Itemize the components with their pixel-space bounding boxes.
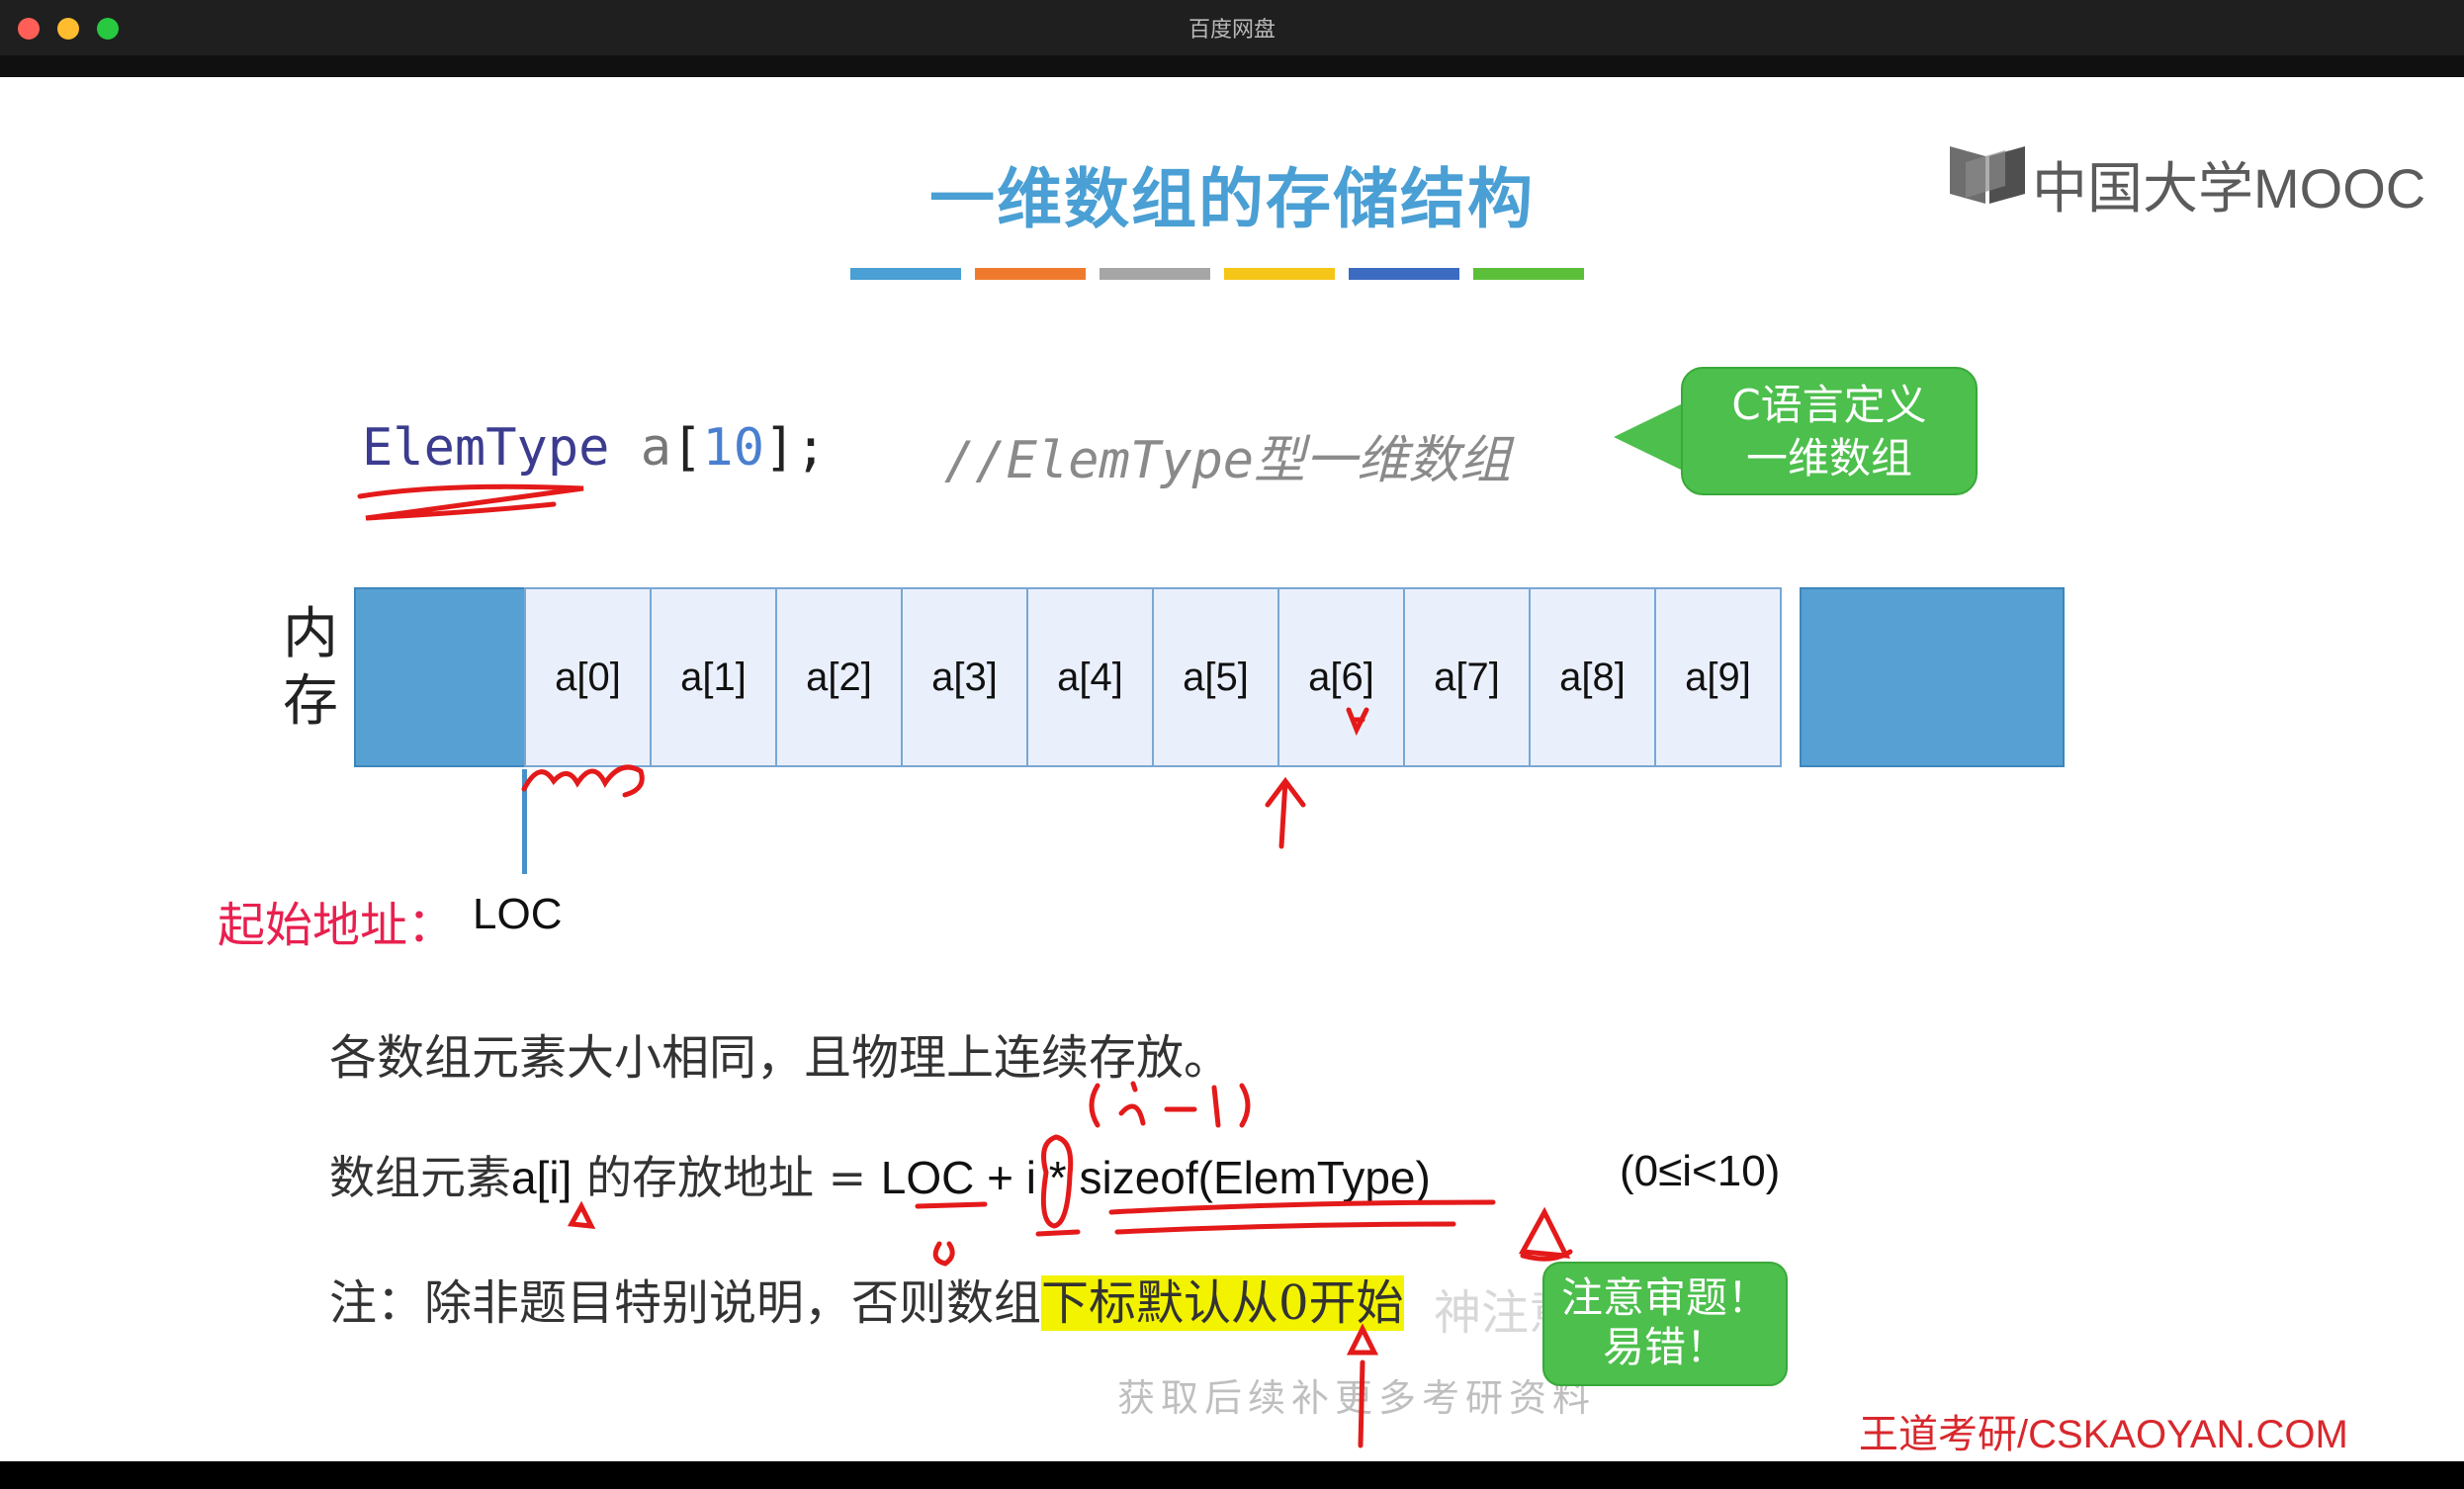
video-bottom-band	[0, 1461, 2464, 1489]
warning-bubble: 注意审题！ 易错！	[1542, 1262, 1788, 1386]
zero-mark	[932, 1241, 955, 1267]
video-top-band	[0, 55, 2464, 77]
mark-a6	[1346, 707, 1369, 737]
underline-loc	[915, 1201, 988, 1209]
delta-right	[1518, 1206, 1573, 1262]
array-cell: a[6]	[1277, 587, 1405, 767]
lecture-slide[interactable]: 一维数组的存储结构 中国大学MOOC ElemType a[10]; //Ele…	[0, 77, 2464, 1461]
array-cell: a[3]	[901, 587, 1028, 767]
minimize-button[interactable]	[57, 18, 79, 40]
memory-block-left	[354, 587, 526, 767]
triangle-zero	[1346, 1323, 1379, 1356]
callout-line-2: 一维数组	[1745, 434, 1912, 482]
callout-bubble: C语言定义 一维数组	[1681, 367, 1978, 495]
color-bar	[1224, 268, 1335, 280]
color-bar	[975, 268, 1086, 280]
color-bar	[850, 268, 961, 280]
callout-line-1: C语言定义	[1731, 381, 1927, 429]
paren-left	[1089, 1083, 1100, 1128]
warning-line-2: 易错！	[1602, 1323, 1727, 1371]
memory-label: 内 存	[281, 601, 340, 736]
address-formula: 数组元素a[i] 的存放地址 = LOC + i * sizeof(ElemTy…	[329, 1142, 1431, 1207]
watermark-text: 获取后续补更多考研资料	[1117, 1376, 1597, 1420]
array-cell: a[8]	[1529, 587, 1656, 767]
code-comment: //ElemType型一维数组	[944, 431, 1512, 490]
note-prefix: 注：除非题目特别说明，否则数组	[329, 1275, 1042, 1331]
underline-sizeof	[1108, 1199, 1496, 1235]
mooc-logo: 中国大学MOOC	[1948, 138, 2425, 219]
ink-one	[1211, 1085, 1221, 1128]
code-close: ];	[764, 418, 827, 478]
bubble-pointer	[1614, 403, 1683, 471]
warning-line-1: 注意审题！	[1560, 1273, 1769, 1322]
formula-range: (0≤i<10)	[1620, 1147, 1781, 1195]
array-cells: a[0] a[1] a[2] a[3] a[4] a[5] a[6] a[7] …	[524, 587, 1782, 767]
code-identifier: a	[640, 418, 672, 478]
title-bar: 百度网盘	[0, 0, 2464, 56]
ink-i	[1118, 1081, 1146, 1126]
memory-label-char: 存	[283, 669, 338, 734]
code-declaration: ElemType a[10];	[362, 418, 827, 478]
red-ink-annotations	[357, 483, 1573, 1448]
array-cell: a[2]	[775, 587, 903, 767]
start-address-pointer	[522, 769, 527, 874]
wave-mark	[521, 764, 645, 798]
start-address-label: 起始地址：	[218, 898, 456, 953]
code-open-bracket: [	[671, 418, 703, 478]
up-arrow	[1265, 776, 1306, 849]
formula-prefix: 数组元素	[329, 1151, 511, 1204]
code-size: 10	[702, 418, 765, 478]
book-icon	[1950, 146, 2025, 204]
start-address-value: LOC	[473, 890, 563, 938]
arrow-down-mark	[1358, 1359, 1365, 1448]
logo-text: 中国大学MOOC	[2032, 157, 2426, 219]
note-contiguous: 各数组元素大小相同，且物理上连续存放。	[329, 1030, 1232, 1086]
underline-elemtype	[357, 483, 584, 521]
highlighted-text: 下标默认从0开始	[1041, 1275, 1404, 1331]
paren-right	[1239, 1083, 1251, 1128]
formula-expression: LOC + i * sizeof(ElemType)	[880, 1152, 1431, 1203]
zoom-button[interactable]	[97, 18, 119, 40]
formula-mid: 的存放地址 =	[572, 1151, 881, 1204]
memory-label-char: 内	[283, 602, 338, 666]
window-title: 百度网盘	[1188, 18, 1276, 43]
memory-block-right	[1800, 587, 2065, 767]
formula-element: a[i]	[511, 1152, 572, 1203]
code-type: ElemType	[362, 418, 610, 478]
circle-i	[1040, 1134, 1074, 1229]
close-button[interactable]	[18, 18, 40, 40]
slide-title: 一维数组的存储结构	[929, 161, 1535, 237]
array-cell: a[1]	[650, 587, 777, 767]
title-color-bars	[850, 265, 1598, 284]
array-cell: a[0]	[524, 587, 652, 767]
brand-footer: 王道考研/CSKAOYAN.COM	[1859, 1413, 2348, 1456]
color-bar	[1349, 268, 1459, 280]
array-cell: a[9]	[1654, 587, 1782, 767]
underline-i	[1035, 1229, 1081, 1237]
note-index-start: 注：除非题目特别说明，否则数组下标默认从0开始	[329, 1264, 1404, 1333]
triangle-ai	[567, 1200, 596, 1229]
color-bar	[1473, 268, 1584, 280]
array-cell: a[5]	[1152, 587, 1279, 767]
color-bar	[1100, 268, 1210, 280]
